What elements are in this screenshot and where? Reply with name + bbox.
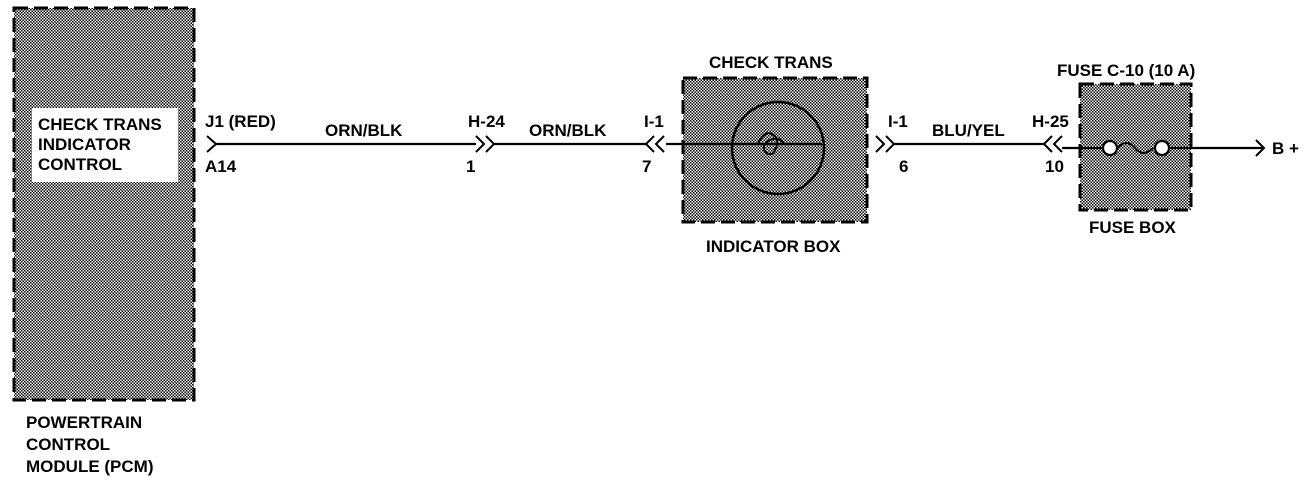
indicator-title: CHECK TRANS — [709, 53, 833, 72]
connector-i1-out-symbol-b — [885, 135, 896, 153]
fuse-terminal-right-icon — [1153, 139, 1171, 157]
indicator-box-label: INDICATOR BOX — [706, 237, 841, 256]
connector-h25-pin: 10 — [1045, 157, 1064, 176]
connector-h24-pin: 1 — [466, 157, 475, 176]
connector-i1-out-name: I-1 — [888, 112, 908, 131]
pcm-internal-label-box — [32, 108, 178, 182]
connector-h25-symbol-a — [1042, 135, 1053, 153]
power-feed-arrow-icon — [1255, 139, 1266, 157]
wire-1-color: ORN/BLK — [325, 121, 403, 140]
connector-j1-pin: A14 — [205, 157, 237, 176]
connector-i1-out-pin: 6 — [899, 157, 908, 176]
wire-3-color: BLU/YEL — [932, 121, 1005, 140]
connector-i1-out-symbol-a — [875, 135, 886, 153]
connector-i1-in-pin: 7 — [642, 157, 651, 176]
indicator-box — [666, 76, 869, 224]
connector-i1-in-name: I-1 — [644, 112, 664, 131]
connector-h25-symbol-b — [1052, 135, 1063, 153]
connector-j1-name: J1 (RED) — [205, 112, 276, 131]
connector-i1-in-symbol-a — [644, 135, 655, 153]
connector-h24-male — [475, 135, 486, 153]
connector-h24-name: H-24 — [468, 112, 505, 131]
pcm-internal-label: CHECK TRANS INDICATOR CONTROL — [38, 115, 166, 174]
fuse-element-icon — [1116, 142, 1154, 154]
indicator-bulb-filament-icon — [757, 132, 785, 156]
fuse-box-label: FUSE BOX — [1089, 218, 1177, 237]
connector-h24-female — [485, 135, 496, 153]
connector-h25-name: H-25 — [1032, 112, 1069, 131]
pcm-name: POWERTRAIN CONTROL MODULE (PCM) — [26, 413, 153, 476]
wire-2-color: ORN/BLK — [529, 121, 607, 140]
connector-i1-in-symbol-b — [654, 135, 665, 153]
power-label: B + — [1272, 139, 1299, 158]
indicator-bulb-outline — [730, 100, 826, 196]
fuse-title: FUSE C-10 (10 A) — [1057, 61, 1195, 80]
fuse-terminal-left-icon — [1101, 139, 1119, 157]
connector-j1-symbol — [206, 135, 218, 153]
pcm-module: CHECK TRANS INDICATOR CONTROL — [12, 6, 196, 402]
